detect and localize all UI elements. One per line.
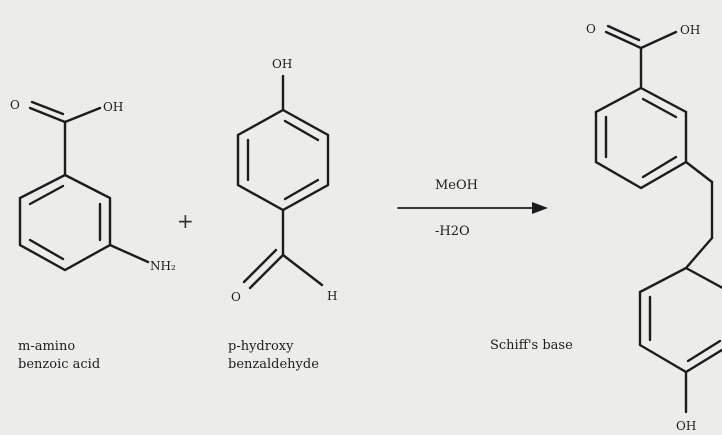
product-caption: Schiff's base	[490, 338, 573, 353]
p-hydroxybenzaldehyde-structure: OH O H	[231, 57, 337, 304]
prod-carboxyl-c-oh	[639, 30, 678, 50]
schiff-base-structure: O OH OH	[586, 22, 722, 433]
product-ring-top	[594, 86, 688, 190]
product-ring-bottom	[638, 266, 722, 374]
arrow-head	[532, 202, 548, 214]
benzene-ring-1	[18, 173, 112, 272]
aldehyde-c-o-double-b	[242, 248, 278, 284]
prod-carboxyl-c-o-b	[606, 24, 641, 42]
prod-carboxyl-c-o-a	[604, 30, 643, 50]
arrow-condition-below: -H2O	[435, 224, 470, 239]
reaction-arrow	[397, 202, 548, 214]
reactant1-caption-line2: benzoic acid	[18, 357, 100, 372]
prod-top-double-c	[641, 155, 678, 179]
reactant1-caption-line1: m-amino	[18, 339, 75, 354]
prod-hydroxyl-bottom-label: OH	[676, 419, 696, 433]
prod-oxygen-label: O	[586, 22, 596, 36]
carboxyl-c-o-double-a	[28, 106, 67, 124]
aldehyde-c-o-double-a	[248, 253, 285, 290]
carboxyl-c-oh-bond	[63, 106, 102, 124]
r2-hydroxyl-label: OH	[272, 57, 292, 71]
arrow-condition-above: MeOH	[435, 178, 478, 193]
carboxyl-c-o-double-b	[30, 100, 65, 116]
benzene-ring-2	[236, 108, 330, 212]
r1-amine-label: NH₂	[150, 259, 176, 273]
r2-hydrogen-label: H	[327, 289, 337, 303]
ring2-double-bond-b	[283, 119, 320, 142]
prod-top-double-b	[641, 97, 678, 119]
r2-oxygen-label: O	[231, 290, 241, 304]
reactant2-caption-line1: p-hydroxy	[228, 339, 294, 354]
prod-link-bond-3	[684, 236, 714, 270]
reactant2-caption-line2: benzaldehyde	[228, 357, 319, 372]
ring1-to-amine-bond	[108, 243, 150, 264]
plus-sign: +	[177, 209, 194, 233]
ring1-double-bond-a	[28, 184, 65, 206]
aldehyde-c-h-bond	[281, 253, 324, 287]
prod-bottom-double-b	[686, 339, 722, 363]
ring1-double-bond-c	[28, 238, 65, 261]
r1-oxygen-label: O	[10, 98, 20, 112]
r1-hydroxyl-label: OH	[103, 100, 123, 114]
prod-hydroxyl-top-label: OH	[680, 23, 700, 37]
prod-link-bond-1	[684, 160, 714, 184]
m-aminobenzoic-acid-structure: O OH NH₂	[10, 98, 176, 273]
ring2-double-bond-c	[283, 178, 320, 201]
